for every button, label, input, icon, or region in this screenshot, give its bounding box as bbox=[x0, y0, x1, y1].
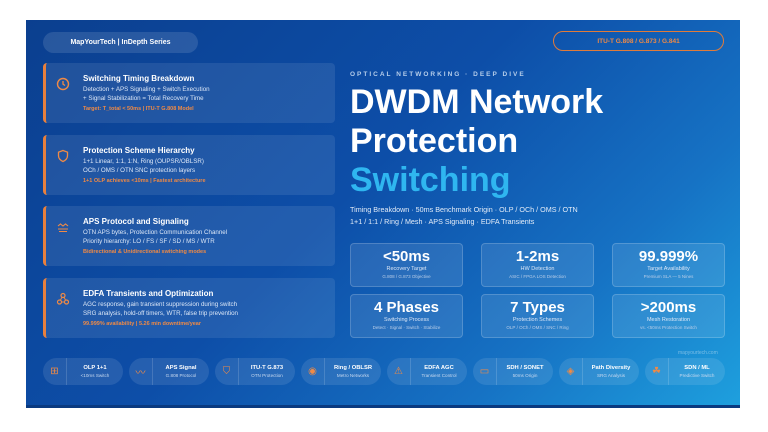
chip-sub: SRG Analysis bbox=[596, 373, 626, 378]
card-desc-line: Detection + APS Signaling + Switch Execu… bbox=[83, 86, 210, 93]
card-desc-line: AGC response, gain transient suppression… bbox=[83, 301, 238, 308]
stat-label: Switching Process bbox=[384, 317, 429, 323]
title-line-3: Switching bbox=[350, 161, 511, 199]
card-desc-line: Priority hierarchy: LO / FS / SF / SD / … bbox=[83, 238, 215, 245]
network-nodes-icon bbox=[56, 292, 70, 306]
stat-sub: G.808 / G.873 Objective bbox=[382, 274, 431, 279]
chip-sub: Metro Networks bbox=[336, 373, 370, 378]
card-description: 1+1 Linear, 1:1, 1:N, Ring (OUPSR/OBLSR)… bbox=[83, 157, 204, 175]
card-highlight: 1+1 OLP achieves <10ms | Fastest archite… bbox=[83, 178, 206, 184]
stat-sub: vs. <50ms Protection Switch bbox=[640, 325, 697, 330]
card-title: APS Protocol and Signaling bbox=[83, 217, 189, 226]
card-desc-line: + Signal Stabilization = Total Recovery … bbox=[83, 95, 204, 102]
topic-chip: ▭ SDH / SONET 50ms Origin bbox=[473, 358, 553, 385]
topic-chip: ⊞ OLP 1+1 <10ms Switch bbox=[43, 358, 123, 385]
chip-label: SDH / SONET bbox=[506, 365, 544, 371]
subtitle-line-2: 1+1 / 1:1 / Ring / Mesh · APS Signaling … bbox=[350, 217, 535, 226]
chip-label: EDFA AGC bbox=[424, 365, 454, 371]
stat-value: 99.999% bbox=[638, 248, 699, 265]
card-desc-line: SRG analysis, hold-off timers, WTR, fals… bbox=[83, 310, 238, 317]
card-description: AGC response, gain transient suppression… bbox=[83, 300, 238, 318]
topic-chip: ⚠ EDFA AGC Transient Control bbox=[387, 358, 467, 385]
card-desc-line: OCh / OMS / OTN SNC protection layers bbox=[83, 167, 196, 174]
monitor-icon: ▭ bbox=[473, 358, 497, 385]
stat-label: Target Availability bbox=[647, 266, 690, 272]
stat-sub: Premium SLA — 5 Nines bbox=[643, 274, 694, 279]
warning-icon: ⚠ bbox=[387, 358, 411, 385]
chip-label: ITU-T G.873 bbox=[250, 365, 284, 371]
stat-card: 1-2ms HW Detection ASIC / FPGA LOS Detec… bbox=[481, 243, 594, 287]
stat-card: <50ms Recovery Target G.808 / G.873 Obje… bbox=[350, 243, 463, 287]
info-card: APS Protocol and Signaling OTN APS bytes… bbox=[43, 206, 335, 266]
chip-label: Ring / OBLSR bbox=[334, 365, 372, 371]
chip-sub: <10ms Switch bbox=[80, 373, 110, 378]
signal-wave-icon bbox=[56, 220, 70, 234]
clock-icon bbox=[56, 77, 70, 91]
eye-icon: ◈ bbox=[559, 358, 583, 385]
plus-box-icon: ⊞ bbox=[43, 358, 67, 385]
stat-card: 4 Phases Switching Process Detect · Sign… bbox=[350, 294, 463, 338]
series-pill: MapYourTech | InDepth Series bbox=[43, 32, 198, 53]
card-highlight: Target: T_total < 50ms | ITU-T G.808 Mod… bbox=[83, 106, 194, 112]
chip-sub: OTN Protection bbox=[251, 373, 283, 378]
stat-sub: ASIC / FPGA LOS Detection bbox=[509, 274, 566, 279]
stat-card: 99.999% Target Availability Premium SLA … bbox=[612, 243, 725, 287]
subtitle: Timing Breakdown · 50ms Benchmark Origin… bbox=[350, 204, 578, 228]
card-desc-line: OTN APS bytes, Protection Communication … bbox=[83, 229, 228, 236]
chip-label: Path Diversity bbox=[591, 365, 631, 371]
chip-sub: 50ms Origin bbox=[512, 373, 538, 378]
stat-value: 7 Types bbox=[510, 299, 565, 316]
info-card: Switching Timing Breakdown Detection + A… bbox=[43, 63, 335, 123]
nodes-icon: ☘ bbox=[645, 358, 669, 385]
card-highlight: 99.999% availability | 5.26 min downtime… bbox=[83, 321, 202, 327]
stat-label: Recovery Target bbox=[386, 266, 427, 272]
slide: MapYourTech | InDepth Series ITU-T G.808… bbox=[26, 20, 740, 408]
topic-chip: ☘ SDN / ML Predictive Switch bbox=[645, 358, 725, 385]
stat-label: HW Detection bbox=[520, 266, 555, 272]
standards-badge: ITU-T G.808 / G.873 / G.841 bbox=[553, 31, 724, 51]
chip-label: SDN / ML bbox=[684, 365, 710, 371]
chip-sub: G.808 Protocol bbox=[165, 373, 197, 378]
info-card: EDFA Transients and Optimization AGC res… bbox=[43, 278, 335, 338]
wave-icon: 〰 bbox=[129, 358, 153, 385]
title-line-2: Protection bbox=[350, 122, 519, 160]
stat-label: Mesh Restoration bbox=[646, 317, 691, 323]
info-card: Protection Scheme Hierarchy 1+1 Linear, … bbox=[43, 135, 335, 195]
stat-value: >200ms bbox=[640, 299, 697, 316]
chip-label: APS Signal bbox=[165, 365, 197, 371]
card-desc-line: 1+1 Linear, 1:1, 1:N, Ring (OUPSR/OBLSR) bbox=[83, 158, 204, 165]
watermark: mapyourtech.com bbox=[678, 350, 718, 356]
ring-icon: ◉ bbox=[301, 358, 325, 385]
stat-value: 4 Phases bbox=[373, 299, 440, 316]
stat-value: <50ms bbox=[382, 248, 431, 265]
topic-chip: ◉ Ring / OBLSR Metro Networks bbox=[301, 358, 381, 385]
chip-sub: Predictive Switch bbox=[679, 373, 715, 378]
title-line-1: DWDM Network bbox=[350, 83, 604, 121]
chip-sub: Transient Control bbox=[421, 373, 457, 378]
stat-card: 7 Types Protection Schemes OLP / OCh / O… bbox=[481, 294, 594, 338]
stat-sub: Detect · Signal · Switch · Stabilize bbox=[372, 325, 441, 330]
card-title: Protection Scheme Hierarchy bbox=[83, 146, 195, 155]
kicker: OPTICAL NETWORKING · DEEP DIVE bbox=[350, 71, 526, 78]
card-highlight: Bidirectional & Unidirectional switching… bbox=[83, 249, 207, 255]
card-title: EDFA Transients and Optimization bbox=[83, 289, 214, 298]
shield-icon: ⛉ bbox=[215, 358, 239, 385]
card-title: Switching Timing Breakdown bbox=[83, 74, 195, 83]
subtitle-line-1: Timing Breakdown · 50ms Benchmark Origin… bbox=[350, 205, 578, 214]
stat-sub: OLP / OCh / OMS / SNC / Ring bbox=[506, 325, 569, 330]
stat-value: 1-2ms bbox=[515, 248, 560, 265]
stat-label: Protection Schemes bbox=[512, 317, 563, 323]
page-title: DWDM Network Protection Switching bbox=[350, 83, 603, 200]
stat-card: >200ms Mesh Restoration vs. <50ms Protec… bbox=[612, 294, 725, 338]
chip-label: OLP 1+1 bbox=[83, 365, 107, 371]
card-description: Detection + APS Signaling + Switch Execu… bbox=[83, 85, 210, 103]
shield-icon bbox=[56, 149, 70, 163]
card-description: OTN APS bytes, Protection Communication … bbox=[83, 228, 227, 246]
